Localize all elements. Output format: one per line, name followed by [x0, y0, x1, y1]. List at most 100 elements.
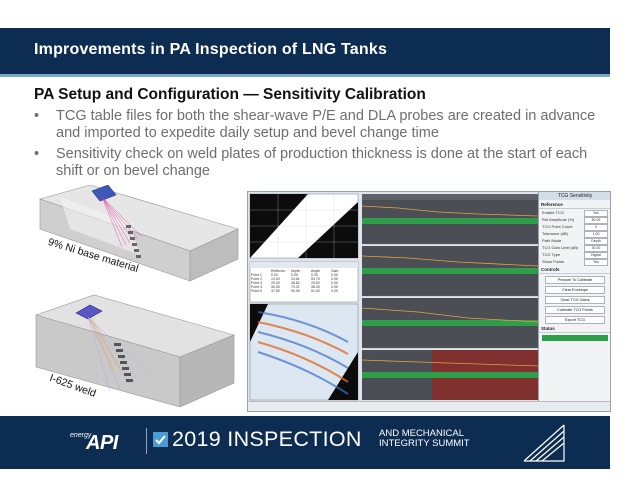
field-value[interactable]: 80.00 [584, 217, 608, 224]
table-cell: Point 4 [251, 285, 262, 289]
table-row[interactable]: Point 2 10.00 24.61 53.75 0.00 [251, 277, 357, 281]
api-logo: API [86, 432, 118, 454]
title-bar: Improvements in PA Inspection of LNG Tan… [0, 28, 610, 74]
clear-tcg-gains-button[interactable]: Clear TCG Gains [545, 296, 605, 304]
table-cell: 0.00 [331, 281, 338, 285]
slide-title: Improvements in PA Inspection of LNG Tan… [34, 41, 388, 58]
field-label: Show Points [542, 259, 565, 264]
bullet-marker: • [34, 108, 40, 124]
tcg-field: Tolerance (dB) 1.00 [539, 230, 610, 238]
table-cell: 10.00 [271, 277, 280, 281]
table-cell: 0.00 [271, 273, 278, 277]
table-cell: 70.21 [291, 285, 300, 289]
table-cell: 90.00 [291, 289, 300, 293]
sector-scan-top [249, 193, 359, 259]
table-header-cell: Gain [331, 269, 339, 273]
tcg-field: Enable TCG Yes [539, 209, 610, 217]
reference-section-label: Reference [539, 200, 610, 209]
bullet-list: • TCG table files for both the shear-wave… [30, 108, 610, 184]
table-cell: 51.00 [311, 289, 320, 293]
tcg-field: TCG Gain Limit (dB) 30.00 [539, 244, 610, 252]
controls-section-label: Controls [539, 265, 610, 274]
bullet-marker: • [34, 146, 40, 162]
point-table-panel [249, 261, 359, 303]
point-table: Reflector Depth Angle Gain Point 1 0.00 … [251, 269, 357, 293]
bullet-text: TCG table files for both the shear-wave … [56, 108, 596, 141]
sector-scan-bottom [249, 303, 359, 401]
section-heading: PA Setup and Configuration — Sensitivity… [34, 86, 426, 103]
summit-logo-icon [523, 424, 565, 462]
field-label: Ref Amplitude (%) [542, 217, 575, 222]
table-cell: 30.00 [271, 285, 280, 289]
table-cell: 53.75 [311, 277, 320, 281]
bullet-text: Sensitivity check on weld plates of prod… [56, 146, 588, 179]
field-label: Path Mode [542, 238, 562, 243]
field-label: TCG Point Count [542, 224, 573, 229]
table-cell: 24.61 [291, 277, 300, 281]
table-cell: 0.00 [331, 285, 338, 289]
checkbox-icon [153, 432, 168, 447]
table-cell: 0.00 [331, 277, 338, 281]
field-value[interactable]: 1.00 [584, 231, 608, 238]
table-row[interactable]: Point 1 0.00 0.00 0.00 0.00 [251, 273, 357, 277]
calibrate-tcg-points-button[interactable]: Calibrate TCG Points [545, 306, 605, 314]
table-row[interactable]: Point 3 20.00 46.82 29.50 0.00 [251, 281, 357, 285]
point-table-header: Reflector Depth Angle Gain [251, 269, 357, 273]
field-label: Enable TCG [542, 210, 564, 215]
table-cell: 20.00 [271, 281, 280, 285]
status-bar [248, 401, 610, 411]
field-value[interactable]: Depth [584, 238, 608, 245]
field-value[interactable]: Yes [584, 210, 608, 217]
table-cell: 38.25 [311, 285, 320, 289]
tcg-field: TCG Point Count 3 [539, 223, 610, 231]
scan-views [249, 193, 538, 401]
field-value[interactable]: 30.00 [584, 245, 608, 252]
clear-envelope-button[interactable]: Clear Envelope [545, 286, 605, 294]
table-cell: 0.00 [291, 273, 298, 277]
prepare-calibrate-button[interactable]: Prepare To Calibrate [545, 276, 605, 284]
event-subtitle-line1: AND MECHANICAL [379, 428, 464, 439]
table-cell: 0.00 [331, 273, 338, 277]
tcg-field: Ref Amplitude (%) 80.00 [539, 216, 610, 224]
table-cell: Point 3 [251, 281, 262, 285]
probe-setup-figure [35, 185, 239, 407]
table-cell: 0.00 [331, 289, 338, 293]
event-title: 2019 INSPECTION [172, 427, 362, 451]
energy-text: energy [70, 432, 92, 439]
field-value[interactable]: Digital [584, 252, 608, 259]
inspection-software-window: Reflector Depth Angle Gain Point 1 0.00 … [247, 191, 611, 412]
tcg-panel-title: TCG Sensitivity [539, 192, 610, 200]
table-cell: Point 1 [251, 273, 262, 277]
title-accent-line [0, 74, 610, 77]
export-tcg-button[interactable]: Export TCG [545, 316, 605, 324]
bullet-item: • TCG table files for both the shear-wave… [30, 108, 610, 142]
table-header-cell: Reflector [271, 269, 286, 273]
event-subtitle-line2: INTEGRITY SUMMIT [379, 438, 470, 449]
weld-block [35, 294, 235, 407]
footer-separator [146, 428, 147, 454]
field-value[interactable]: Yes [584, 259, 608, 266]
tcg-field: Show Points Yes [539, 258, 610, 266]
table-header-cell: Depth [291, 269, 301, 273]
a-scan-strips [361, 194, 538, 400]
event-subtitle: AND MECHANICAL INTEGRITY SUMMIT [379, 429, 470, 449]
field-label: TCG Gain Limit (dB) [542, 245, 579, 250]
table-cell: 29.50 [311, 281, 320, 285]
base-material-block [38, 185, 239, 282]
table-row[interactable]: Point 5 37.80 90.00 51.00 0.00 [251, 289, 357, 293]
table-cell: Point 5 [251, 289, 262, 293]
status-section-label: Status [539, 324, 610, 333]
table-row[interactable]: Point 4 30.00 70.21 38.25 0.00 [251, 285, 357, 289]
field-value[interactable]: 3 [584, 224, 608, 231]
table-header-cell: Angle [311, 269, 320, 273]
field-label: Tolerance (dB) [542, 231, 569, 236]
tcg-field: Path Mode Depth [539, 237, 610, 245]
footer-bar [0, 416, 610, 469]
table-cell: 46.82 [291, 281, 300, 285]
status-indicator [542, 335, 608, 341]
table-cell: 0.00 [311, 273, 318, 277]
table-cell: Point 2 [251, 277, 262, 281]
bullet-item: • Sensitivity check on weld plates of pro… [30, 146, 610, 180]
